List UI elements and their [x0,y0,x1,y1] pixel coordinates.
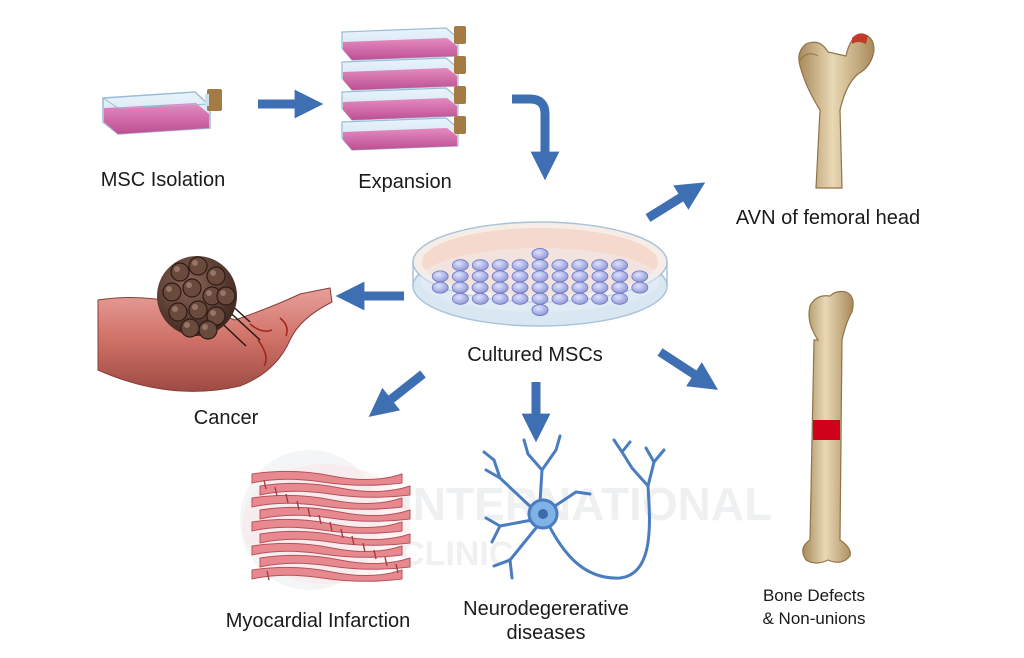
petri-dish-icon [412,221,668,327]
label-bone-line1: Bone Defects [762,586,866,605]
label-bone-defects: Bone Defects & Non-unions [748,584,880,630]
label-neuro-line1: Neurodegererative [463,598,629,620]
watermark-line2: CLINIC [400,535,513,573]
neuron-icon [482,434,666,580]
tumor-vessel-icon [97,256,333,392]
cardiac-muscle-icon [242,464,411,584]
arrow-to-myocardial [368,370,426,417]
label-expansion: Expansion [358,171,452,193]
label-msc-isolation: MSC Isolation [100,169,226,191]
label-myocardial-infarction: Myocardial Infarction [225,610,411,632]
arrow-expansion-to-cultured [512,94,560,181]
label-cancer: Cancer [193,407,259,429]
label-cultured-mscs: Cultured MSCs [467,344,603,366]
long-bone-icon [802,290,854,564]
culture-flask-icon [102,89,222,135]
stacked-flasks-icon [341,26,466,151]
watermark-line1: INTERNATIONAL [400,478,772,530]
arrow-to-avn [645,182,706,222]
label-neuro-line2: diseases [506,622,586,644]
arrow-to-bone [657,348,719,390]
femoral-head-bone-icon [798,33,875,189]
bone-defect-segment [813,420,840,440]
label-avn-femoral-head: AVN of femoral head [735,207,921,229]
label-bone-line2: & Non-unions [762,609,866,628]
label-neurodegenerative: Neurodegererative diseases [456,597,636,645]
